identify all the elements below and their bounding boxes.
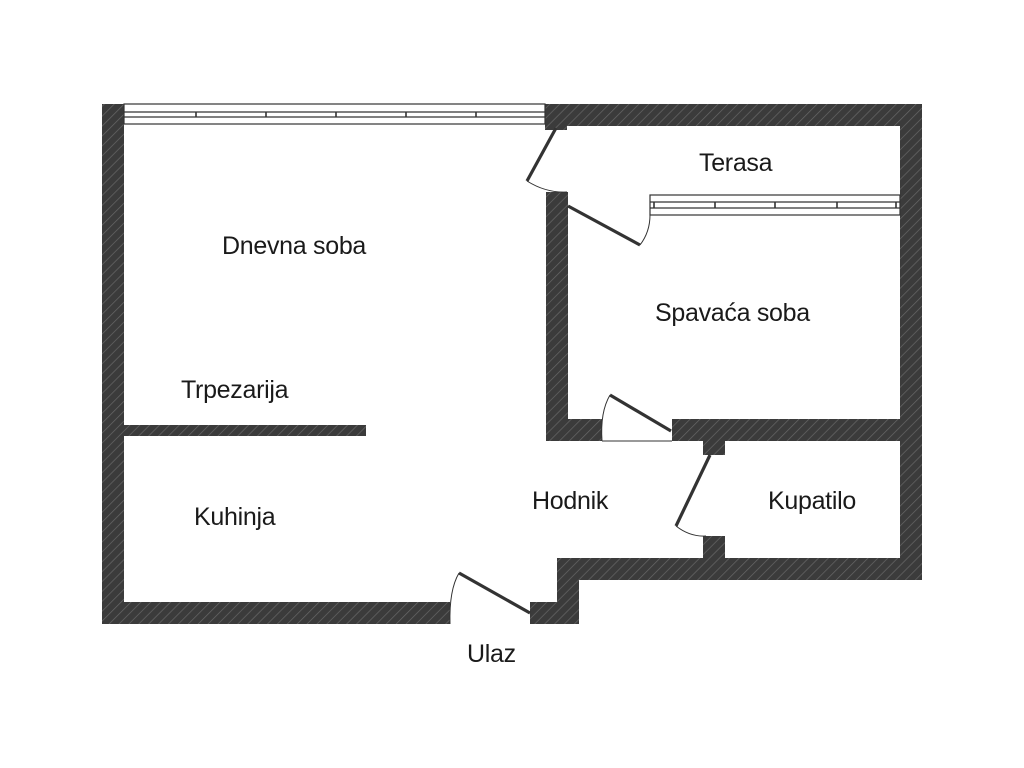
room-label-dnevna-soba: Dnevna soba xyxy=(222,232,366,260)
room-label-hodnik: Hodnik xyxy=(532,487,609,515)
wall-bath-bottom xyxy=(557,558,922,580)
room-label-kuhinja: Kuhinja xyxy=(194,503,276,531)
door-bathroom xyxy=(674,454,712,537)
window-top xyxy=(123,103,546,125)
room-labels: Dnevna soba Trpezarija Kuhinja Terasa Sp… xyxy=(181,149,856,668)
walls xyxy=(102,104,922,624)
wall-top-right xyxy=(545,104,922,126)
wall-bottom-stub xyxy=(530,602,579,624)
wall-left xyxy=(102,104,124,624)
wall-bath-stub-bottom xyxy=(703,536,725,560)
wall-bath-stub-top xyxy=(703,419,725,455)
room-label-spavaca-soba: Spavaća soba xyxy=(655,299,810,327)
wall-bottom-left xyxy=(102,602,450,624)
wall-bedroom-left xyxy=(546,192,568,441)
wall-kitchen-partition xyxy=(122,425,366,436)
door-bedroom-balcony xyxy=(567,204,651,247)
room-label-ulaz: Ulaz xyxy=(467,640,516,668)
room-label-kupatilo: Kupatilo xyxy=(768,487,856,515)
room-label-trpezarija: Trpezarija xyxy=(181,376,289,404)
wall-right xyxy=(900,104,922,580)
wall-bedroom-bottom-left xyxy=(546,419,602,441)
wall-top-stub xyxy=(545,104,567,130)
window-bedroom xyxy=(649,194,901,216)
door-bedroom xyxy=(601,393,672,442)
room-label-terasa: Terasa xyxy=(699,149,773,177)
door-entrance xyxy=(449,571,531,625)
wall-bedroom-bottom-right xyxy=(672,419,922,441)
door-terasa xyxy=(525,127,568,193)
